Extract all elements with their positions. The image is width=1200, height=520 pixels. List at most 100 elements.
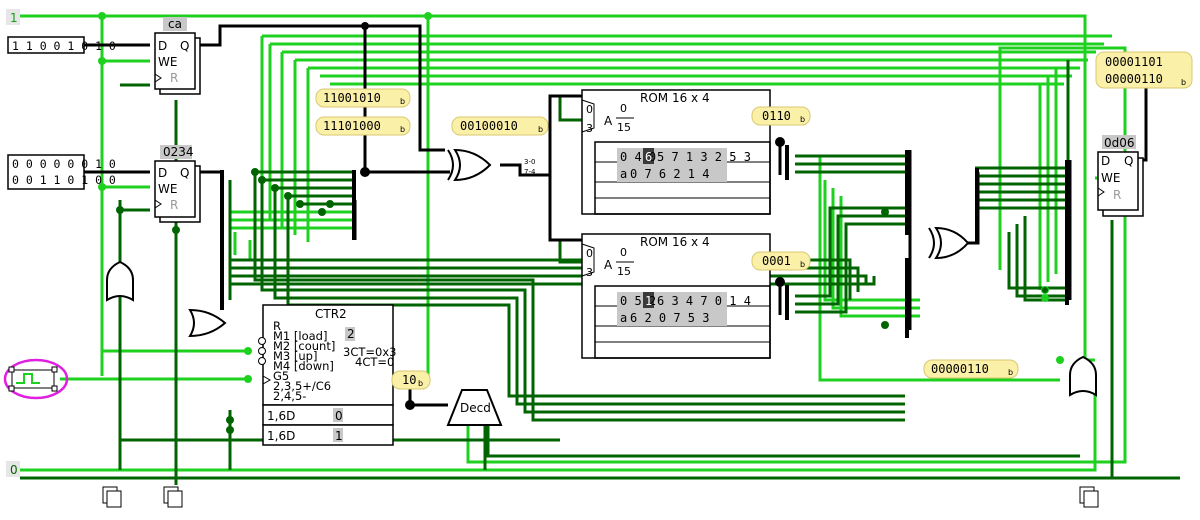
counter-row2: 1,6D <box>267 429 295 443</box>
probe-final: 00001101 00000110 b <box>1095 51 1193 89</box>
rom-2-range-top: 0 <box>620 246 627 259</box>
rom-1-data-after: 5 7 1 3 2 5 3 <box>657 150 751 164</box>
split-label-1: 3-0 <box>524 158 535 166</box>
probe-rom-1: 0110 b <box>751 106 811 126</box>
constant-low[interactable]: 0 <box>6 461 20 477</box>
or-gate-left[interactable] <box>106 260 134 302</box>
rom-1-addr-row: 0 7 6 2 1 4 <box>630 167 709 181</box>
rom-2[interactable]: ROM 16 x 4 0 3 A 0 15 0 5 2 1 6 3 4 7 0 … <box>581 233 771 359</box>
input-mid-value-a: 0 0 0 0 0 0 1 0 <box>12 157 116 171</box>
register-b-r: R <box>170 198 178 212</box>
rom-1-sel-0: 0 <box>586 103 593 116</box>
register-out-q: Q <box>1124 154 1133 168</box>
counter-line-1: M1 [load] <box>273 329 327 343</box>
rom-1[interactable]: ROM 16 x 4 0 3 A 0 15 0 4 0 6 5 7 1 3 2 … <box>581 89 771 215</box>
register-out[interactable]: 0d06 D Q WE R <box>1097 135 1144 217</box>
counter-line-7: 2,4,5- <box>273 389 306 403</box>
probe-counter-value: 10 <box>402 373 416 387</box>
clock-source[interactable] <box>3 358 69 400</box>
rom-2-range-bot: 15 <box>617 265 631 278</box>
register-b-we: WE <box>158 182 177 196</box>
register-out-d: D <box>1101 154 1110 168</box>
decoder[interactable]: Decd <box>446 389 503 426</box>
constant-low-label: 0 <box>10 463 18 477</box>
probe-counter: 10 b <box>391 370 431 390</box>
input-top-value: 1 1 0 0 1 0 1 0 <box>12 39 116 53</box>
probe-xor-value: 00100010 <box>460 119 518 133</box>
register-a-q: Q <box>180 39 189 53</box>
rom-1-title: ROM 16 x 4 <box>640 91 710 105</box>
counter-title: CTR2 <box>315 307 347 321</box>
rom-1-addr-prefix: a <box>620 167 627 181</box>
probe-rom-2: 0001 b <box>751 251 811 271</box>
register-b-value: 0234 <box>163 145 194 159</box>
rom-1-addr-a: A <box>604 114 613 128</box>
register-a[interactable]: ca D Q WE R <box>154 17 201 95</box>
probe-rom-2-suffix: b <box>800 260 805 269</box>
probe-xor-suffix: b <box>538 125 543 134</box>
input-top[interactable]: 1 1 0 0 1 0 1 0 <box>7 36 116 54</box>
rom-1-data-before: 0 4 0 <box>620 150 656 164</box>
register-a-we: WE <box>158 55 177 69</box>
rom-2-sel-0: 0 <box>586 247 593 260</box>
probe-out: 00000110 b <box>923 359 1019 379</box>
rom-2-data-after: 6 3 4 7 0 1 4 <box>657 294 751 308</box>
counter-row2-val: 1 <box>335 429 343 443</box>
counter-ctr2[interactable]: CTR2 R M1 [load] M2 [count] M3 [up] M4 [… <box>258 304 397 446</box>
register-a-d: D <box>158 39 167 53</box>
counter-line-4: M4 [down] <box>273 359 334 373</box>
probe-final-value-2: 00000110 <box>1105 72 1163 86</box>
rom-2-addr-a: A <box>604 258 613 272</box>
button-right[interactable] <box>1079 486 1099 508</box>
probe-top-2-value: 11101000 <box>323 119 381 133</box>
rom-2-title: ROM 16 x 4 <box>640 235 710 249</box>
split-label-2: 7-4 <box>524 168 536 176</box>
counter-badge: 2 <box>347 327 355 341</box>
probe-top-1: 11001010 b <box>315 88 411 108</box>
probe-final-value-1: 00001101 <box>1105 55 1163 69</box>
probe-out-suffix: b <box>1008 368 1013 377</box>
counter-line-3: M3 [up] <box>273 349 317 363</box>
rom-2-data-before: 0 5 2 <box>620 294 656 308</box>
input-mid-value-b: 0 0 1 1 0 1 0 0 <box>12 173 116 187</box>
rom-2-addr-prefix: a <box>620 311 627 325</box>
counter-line-5: G5 <box>273 369 289 383</box>
counter-line-0: R <box>273 319 281 333</box>
register-out-value: 0d06 <box>1104 136 1135 150</box>
rom-1-sel-3: 3 <box>586 122 593 135</box>
probe-rom-1-value: 0110 <box>762 109 791 123</box>
register-b[interactable]: 0234 D Q WE R <box>154 145 201 223</box>
probe-final-suffix: b <box>1181 78 1186 87</box>
or-gate-reset[interactable] <box>188 308 227 338</box>
probe-top-1-suffix: b <box>400 97 405 106</box>
probe-rom-1-suffix: b <box>800 115 805 124</box>
rom-1-range-top: 0 <box>620 102 627 115</box>
rom-1-range-bot: 15 <box>617 121 631 134</box>
register-out-r: R <box>1113 188 1121 202</box>
xor-gate-2[interactable] <box>928 226 970 260</box>
counter-ct-high: 3CT=0x3 <box>343 345 396 359</box>
probe-counter-suffix: b <box>418 379 423 388</box>
decoder-label: Decd <box>460 401 491 415</box>
constant-high-label: 1 <box>10 11 18 25</box>
xor-gate-1[interactable] <box>447 148 492 182</box>
probe-top-2: 11101000 b <box>315 116 411 136</box>
probe-top-2-suffix: b <box>400 125 405 134</box>
counter-row1-val: 0 <box>335 409 343 423</box>
counter-line-2: M2 [count] <box>273 339 335 353</box>
rom-2-sel-3: 3 <box>586 266 593 279</box>
counter-row1: 1,6D <box>267 409 295 423</box>
register-a-r: R <box>170 71 178 85</box>
register-b-q: Q <box>180 166 189 180</box>
register-a-value: ca <box>168 17 182 31</box>
constant-high[interactable]: 1 <box>6 9 20 25</box>
rom-2-addr-row: 6 2 0 7 5 3 <box>630 311 709 325</box>
button-left[interactable] <box>102 486 122 508</box>
register-out-we: WE <box>1101 171 1120 185</box>
input-mid[interactable]: 0 0 0 0 0 0 1 0 0 0 1 1 0 1 0 0 <box>7 154 116 190</box>
or-gate-right[interactable] <box>1069 355 1097 397</box>
probe-out-value: 00000110 <box>931 362 989 376</box>
probe-rom-2-value: 0001 <box>762 254 791 268</box>
button-mid[interactable] <box>163 486 183 508</box>
